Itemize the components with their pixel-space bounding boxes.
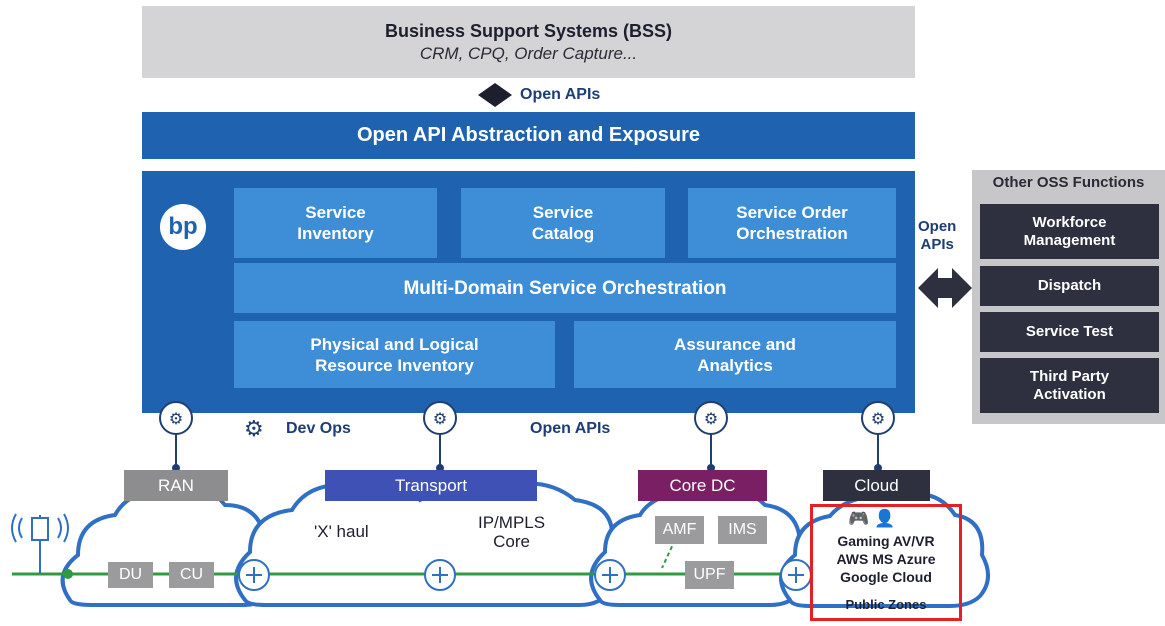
- cloud-public: [779, 492, 990, 608]
- domain-ran: RAN: [124, 470, 228, 501]
- api-abstraction-bar: Open API Abstraction and Exposure: [142, 112, 915, 159]
- double-arrow-icon: [478, 83, 512, 107]
- domain-cloud: Cloud: [823, 470, 930, 501]
- svg-text:⚙: ⚙: [871, 409, 885, 428]
- public-zones-label: Public Zones: [845, 597, 927, 612]
- gear-icon: ⚙: [861, 401, 895, 435]
- svg-text:⚙: ⚙: [704, 409, 718, 428]
- public-line-1: Gaming AV/VR: [837, 533, 935, 549]
- gear-icon: ⚙: [423, 401, 457, 435]
- node-cu: CU: [169, 562, 214, 588]
- node-amf: AMF: [655, 516, 704, 544]
- bss-banner: Business Support Systems (BSS) CRM, CPQ,…: [142, 6, 915, 78]
- mdso-box: Multi-Domain Service Orchestration: [234, 263, 896, 313]
- dev-ops-label: Dev Ops: [286, 420, 351, 437]
- router-icon: [238, 559, 270, 591]
- gear-icon: ⚙: [159, 401, 193, 435]
- amf-upf-link: [661, 539, 676, 569]
- gear-icon: ⚙: [694, 401, 728, 435]
- oss-item-third-party: Third Party Activation: [980, 358, 1159, 413]
- svg-text:⚙: ⚙: [169, 409, 183, 428]
- ip-mpls-label: IP/MPLS Core: [478, 513, 546, 551]
- dev-ops-gear-icon: ⚙: [244, 416, 264, 441]
- domain-core-dc: Core DC: [638, 470, 767, 501]
- vr-headset-icon: 👤: [874, 509, 896, 528]
- oss-title: Other OSS Functions: [992, 174, 1145, 191]
- x-haul-label: 'X' haul: [314, 522, 369, 541]
- open-apis-bottom-label: Open APIs: [530, 420, 611, 437]
- bss-subtitle: CRM, CPQ, Order Capture...: [419, 43, 638, 63]
- open-apis-side-label: Open APIs: [918, 218, 957, 253]
- node-du: DU: [108, 562, 153, 588]
- bp-logo: bp: [160, 204, 206, 250]
- oss-item-workforce: Workforce Management: [980, 204, 1159, 259]
- service-inventory-box: Service Inventory: [234, 188, 437, 258]
- svg-text:⚙: ⚙: [433, 409, 447, 428]
- service-catalog-box: Service Catalog: [461, 188, 665, 258]
- assurance-analytics-box: Assurance and Analytics: [574, 321, 896, 388]
- node-ims: IMS: [718, 516, 767, 544]
- antenna-icon: [11, 513, 69, 574]
- service-order-orchestration-box: Service Order Orchestration: [688, 188, 896, 258]
- public-line-2: AWS MS Azure: [836, 551, 936, 567]
- gamepad-icon: 🎮: [848, 509, 870, 528]
- public-zones-highlight: [810, 504, 962, 621]
- domain-transport: Transport: [325, 470, 537, 501]
- node-upf: UPF: [685, 561, 734, 589]
- open-apis-top-label: Open APIs: [520, 86, 601, 103]
- router-icon: [594, 559, 626, 591]
- oss-item-dispatch: Dispatch: [980, 266, 1159, 306]
- router-icon: [424, 559, 456, 591]
- router-icon: [780, 559, 812, 591]
- oss-item-service-test: Service Test: [980, 312, 1159, 352]
- bss-title: Business Support Systems (BSS): [384, 20, 673, 41]
- public-line-3: Google Cloud: [840, 569, 932, 585]
- resource-inventory-box: Physical and Logical Resource Inventory: [234, 321, 555, 388]
- side-double-arrow-icon: [918, 268, 972, 308]
